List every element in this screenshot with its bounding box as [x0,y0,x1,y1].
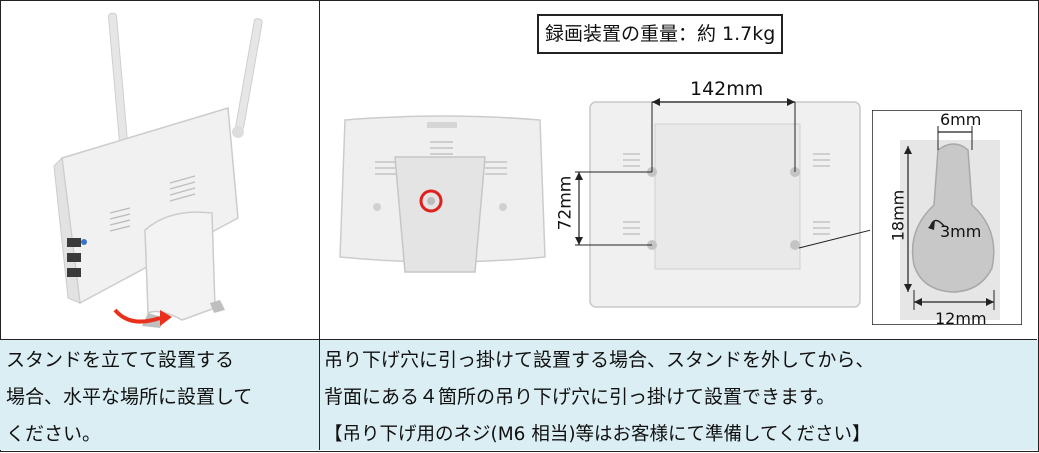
row-divider [0,339,1037,340]
dimension-6mm: 6mm [940,110,982,129]
dimension-142: 142mm [690,78,764,100]
device-stand-photo [53,12,263,328]
dimension-18mm: 18mm [888,189,908,242]
right-caption-line-2: 背面にある４箇所の吊り下げ穴に引っ掛けて設置できます。 [324,386,836,408]
column-divider [319,0,320,450]
hanging-hole-detail [872,110,1022,325]
left-caption-line-3: ください。 [6,423,102,445]
dimension-12mm: 12mm [935,309,987,328]
right-caption-line-1: 吊り下げ穴に引っ掛けて設置する場合、スタンドを外してから、 [324,349,875,371]
dimension-72: 72mm [555,175,576,231]
right-caption-line-3: 【吊り下げ用のネジ(M6 相当)等はお客様にて準備してください】 [324,424,871,445]
device-rear-with-stand-photo [339,115,546,273]
weight-label: 録画装置の重量：約 1.7kg [537,14,784,54]
left-caption-line-2: 場合、水平な場所に設置して [6,386,253,408]
right-caption-background [320,340,1038,450]
left-caption-background [0,340,319,450]
dimension-3mm: 3mm [940,222,982,241]
left-caption-line-1: スタンドを立てて設置する [6,349,235,371]
rear-dimension-drawing [575,98,870,308]
